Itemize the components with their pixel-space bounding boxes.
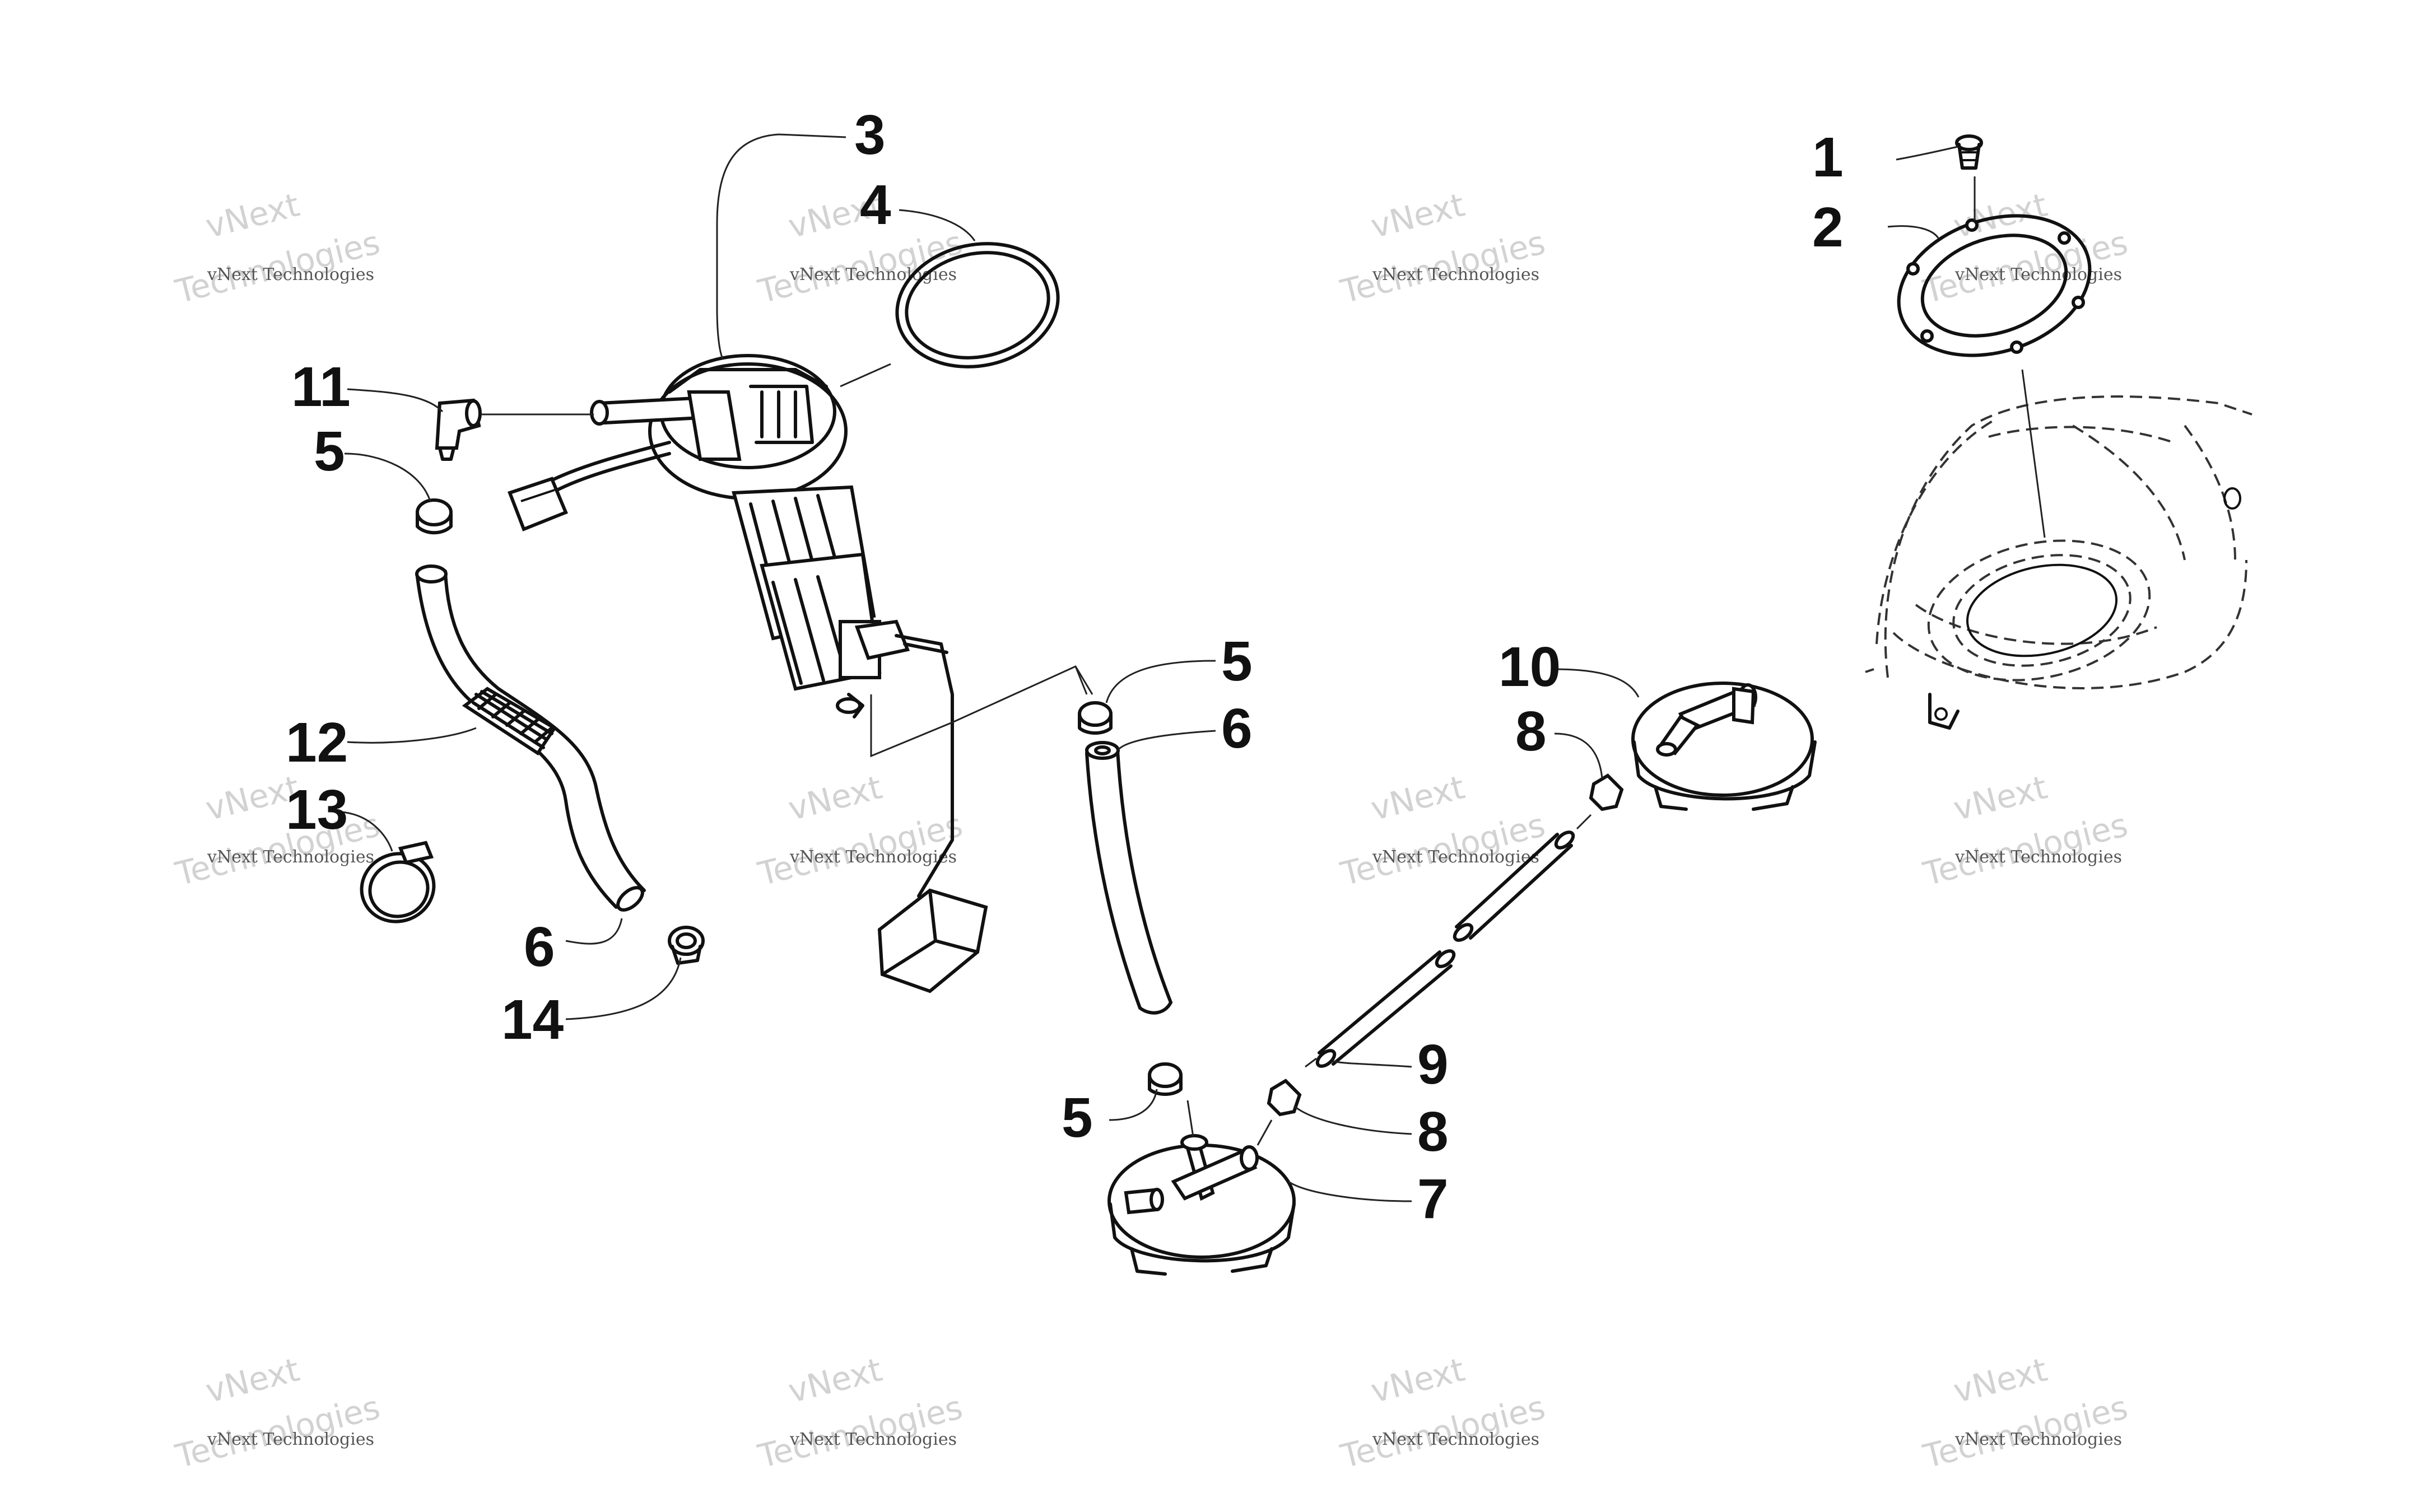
part-14-small-clamp: [668, 926, 705, 965]
part-8-fitting-lower: [1256, 1079, 1302, 1146]
callout-9: 9: [1417, 1033, 1449, 1096]
callout-4: 4: [860, 174, 891, 236]
callout-5-center: 5: [1221, 630, 1253, 693]
watermark-r2c3: vNext Technologies vNext Technologies: [1337, 768, 1549, 893]
watermark-r3c4: vNext Technologies vNext Technologies: [1919, 1350, 2132, 1476]
watermark-r1c4: vNext Technologies vNext Technologies: [1919, 185, 2132, 311]
watermark-small: vNext Technologies: [1954, 265, 2122, 284]
part-7-rollover-valve: [1107, 1100, 1296, 1276]
part-5-clamp-a: [416, 498, 453, 535]
part-6-hose-center: [1085, 741, 1172, 1015]
callout-5-lower: 5: [1062, 1086, 1093, 1149]
watermark-small: vNext Technologies: [207, 1430, 374, 1449]
callout-11: 11: [291, 356, 351, 418]
watermark-small: vNext Technologies: [1372, 265, 1539, 284]
callout-14: 14: [501, 988, 564, 1051]
part-1-screw: [1955, 134, 1983, 170]
part-10-rollover-valve: [1631, 682, 1817, 811]
watermark-big-1: vNext: [202, 1350, 303, 1410]
leader-lines: [341, 133, 2046, 1202]
callout-8-lower: 8: [1417, 1100, 1449, 1163]
callout-8-upper: 8: [1515, 700, 1547, 763]
watermark-r3c2: vNext Technologies vNext Technologies: [754, 1350, 966, 1476]
part-12-hose-bellows: [415, 564, 646, 912]
callout-5-left: 5: [314, 420, 345, 483]
callout-6-center: 6: [1221, 697, 1253, 760]
watermark-r1c1: vNext Technologies vNext Technologies: [171, 185, 384, 311]
part-9-vent-tube-upper: [1453, 814, 1592, 942]
callout-6-left: 6: [524, 916, 555, 978]
part-9-vent-tube-lower: [1305, 949, 1456, 1068]
callout-labels: 3 4 1 2 11 5 12 13 6 14 5 6 5 9 8 7 10 8: [286, 104, 1844, 1230]
watermark-r2c4: vNext Technologies vNext Technologies: [1919, 768, 2132, 893]
callout-10: 10: [1498, 636, 1561, 698]
watermark-big-1: vNext: [1367, 768, 1468, 828]
callout-1: 1: [1812, 126, 1844, 189]
watermark-big-1: vNext: [1949, 1350, 2051, 1410]
part-5-clamp-c: [1148, 1062, 1183, 1096]
part-8-fitting-upper: [1589, 773, 1624, 811]
watermark-big-1: vNext: [784, 768, 886, 828]
watermark-big-1: vNext: [784, 1350, 886, 1410]
watermark-big-1: vNext: [202, 185, 303, 245]
watermark-small: vNext Technologies: [1954, 1430, 2122, 1449]
callout-12: 12: [286, 711, 348, 774]
watermark-small: vNext Technologies: [207, 265, 374, 284]
part-5-clamp-b: [1078, 701, 1113, 735]
watermark-big-1: vNext: [1367, 185, 1468, 245]
watermark-big-1: vNext: [1367, 1350, 1468, 1410]
watermark-small: vNext Technologies: [789, 847, 957, 867]
callout-13: 13: [286, 778, 348, 841]
part-11-elbow-fitting: [435, 398, 594, 461]
part-13-hose-clamp: [360, 841, 436, 923]
watermark-r1c3: vNext Technologies vNext Technologies: [1337, 185, 1549, 311]
watermark-r2c1: vNext Technologies vNext Technologies: [171, 768, 384, 893]
watermark-small: vNext Technologies: [789, 265, 957, 284]
watermark-small: vNext Technologies: [1372, 1430, 1539, 1449]
callout-3: 3: [854, 104, 886, 166]
fuel-tank-outline: [1865, 395, 2253, 730]
watermark-r2c2: vNext Technologies vNext Technologies: [754, 768, 966, 893]
watermark-r3c1: vNext Technologies vNext Technologies: [171, 1350, 384, 1476]
watermark-small: vNext Technologies: [1954, 847, 2122, 867]
part-4-o-ring: [840, 242, 1060, 388]
watermark-small: vNext Technologies: [207, 847, 374, 867]
callout-7: 7: [1417, 1168, 1449, 1230]
watermark-small: vNext Technologies: [1372, 847, 1539, 867]
watermark-big-1: vNext: [1949, 768, 2051, 828]
part-3-fuel-pump: [508, 354, 1093, 993]
watermark-r3c3: vNext Technologies vNext Technologies: [1337, 1350, 1549, 1476]
watermark-small: vNext Technologies: [789, 1430, 957, 1449]
callout-2: 2: [1812, 196, 1844, 259]
part-2-retainer-plate: [1897, 214, 2092, 357]
